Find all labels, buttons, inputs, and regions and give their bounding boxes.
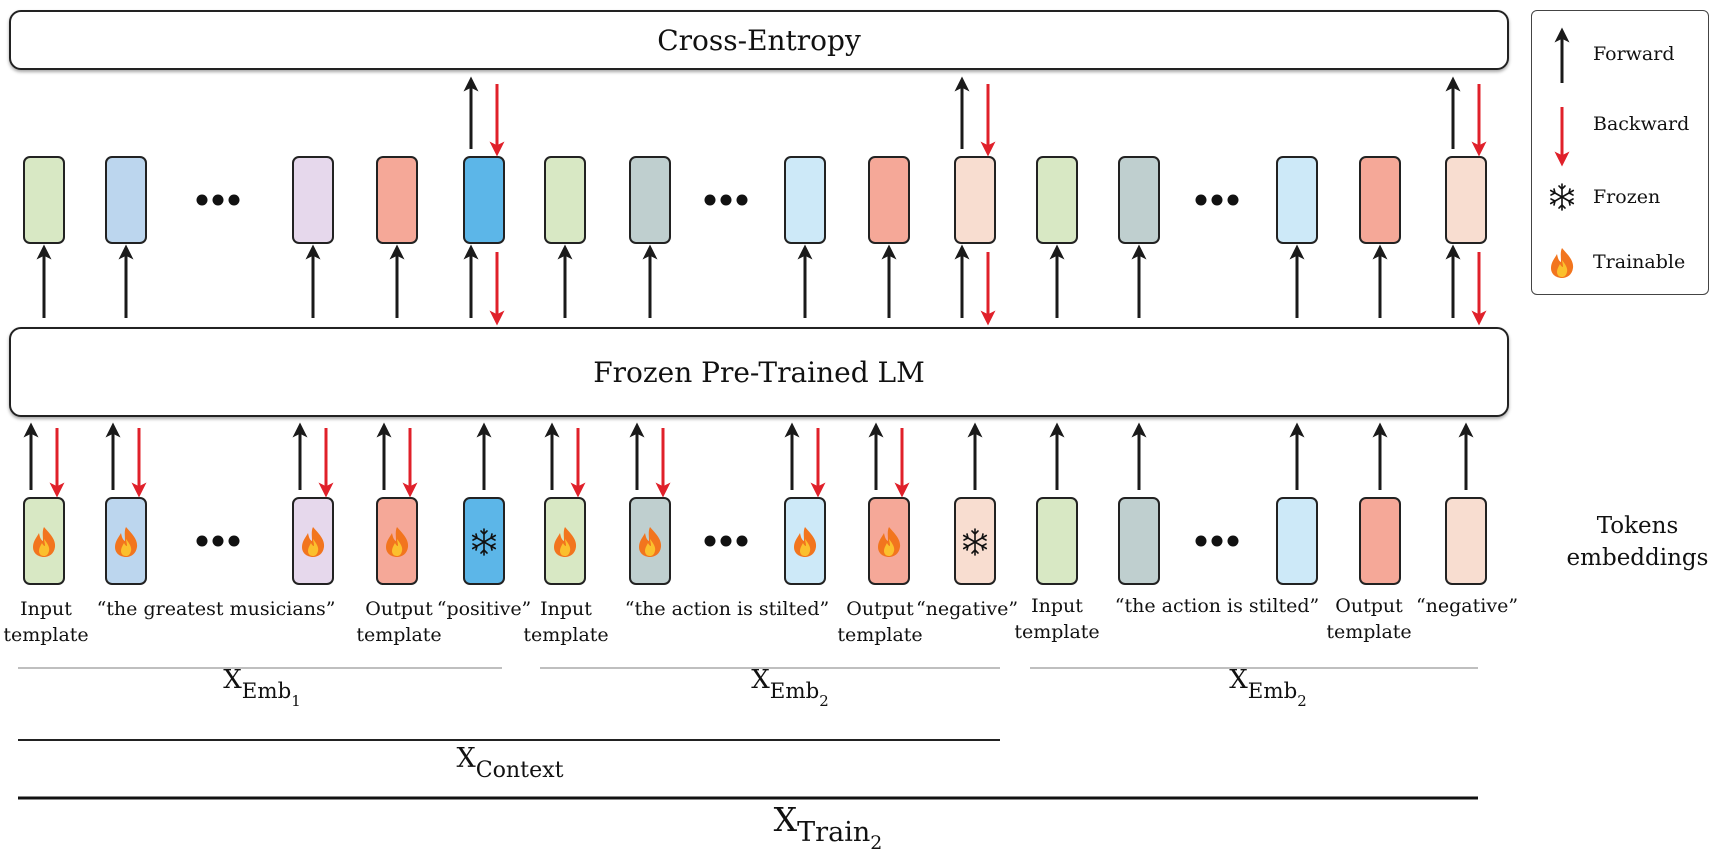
ellipsis-dot — [1211, 535, 1223, 547]
group-label-emb-1: XEmb1 — [223, 665, 301, 710]
token-label-line2: template — [3, 624, 89, 646]
token-label-line1: “positive” — [436, 598, 532, 620]
token-label-line1: “the greatest musicians” — [96, 598, 336, 620]
ellipsis-dot — [212, 194, 224, 206]
input-token-block — [1359, 497, 1401, 585]
token-label-line2: template — [1326, 621, 1412, 643]
token-label-line1: Input — [20, 598, 72, 620]
token-label: “the action is stilted” — [1115, 593, 1319, 619]
legend-forward: Forward — [1593, 43, 1675, 65]
side-label-line1: Tokens — [1596, 513, 1679, 539]
token-label: Output template — [356, 596, 441, 648]
output-token-block — [868, 156, 910, 244]
ellipsis-dot — [1211, 194, 1223, 206]
ellipsis-dot — [196, 535, 208, 547]
token-label: Output template — [1326, 593, 1411, 645]
legend: Forward Backward Frozen Trainable — [1531, 10, 1709, 295]
frozen-lm-box: Frozen Pre-Trained LM — [9, 327, 1509, 417]
output-token-block — [23, 156, 65, 244]
output-token-row — [23, 156, 1487, 244]
token-label-line2: template — [1014, 621, 1100, 643]
input-token-row — [23, 497, 1487, 585]
ellipsis-dot — [720, 194, 732, 206]
ellipsis-row — [196, 194, 1239, 547]
token-label-line1: Input — [1031, 595, 1083, 617]
ellipsis-dot — [228, 194, 240, 206]
token-label: Input template — [3, 596, 88, 648]
ellipsis-dot — [704, 535, 716, 547]
token-label: “negative” — [916, 596, 1018, 622]
output-token-block — [784, 156, 826, 244]
output-token-block — [544, 156, 586, 244]
token-label: Output template — [837, 596, 922, 648]
ellipsis-dot — [1227, 194, 1239, 206]
token-label-line1: Input — [540, 598, 592, 620]
train-label: XTrain2 — [773, 800, 883, 854]
token-label: “the action is stilted” — [625, 596, 829, 622]
input-token-block — [1036, 497, 1078, 585]
token-label: Input template — [1014, 593, 1099, 645]
token-label-line1: “negative” — [1415, 595, 1519, 617]
output-token-block — [954, 156, 996, 244]
arrow-layer — [23, 76, 1487, 498]
ellipsis-dot — [196, 194, 208, 206]
output-token-block — [1445, 156, 1487, 244]
token-label: “the greatest musicians” — [97, 596, 336, 622]
token-label-line2: template — [523, 624, 609, 646]
output-token-block — [1036, 156, 1078, 244]
ellipsis-dot — [228, 535, 240, 547]
input-token-block — [1118, 497, 1160, 585]
input-token-block — [1445, 497, 1487, 585]
token-label-line1: “the action is stilted” — [1114, 595, 1320, 617]
output-token-block — [1359, 156, 1401, 244]
legend-trainable: Trainable — [1593, 251, 1686, 273]
token-label: Input template — [523, 596, 608, 648]
output-token-block — [292, 156, 334, 244]
side-label-line2: embeddings — [1566, 545, 1709, 571]
legend-frozen: Frozen — [1593, 186, 1661, 208]
token-label-line1: Output — [846, 598, 914, 620]
ellipsis-dot — [1227, 535, 1239, 547]
output-token-block — [1118, 156, 1160, 244]
token-label-line1: “the action is stilted” — [624, 598, 830, 620]
group-rules — [18, 667, 1478, 800]
frozen-lm-label: Frozen Pre-Trained LM — [593, 355, 925, 389]
ellipsis-dot — [1195, 194, 1207, 206]
token-label-line1: Output — [365, 598, 433, 620]
output-token-block — [629, 156, 671, 244]
ellipsis-dot — [704, 194, 716, 206]
token-label-line2: template — [837, 624, 923, 646]
token-label: “negative” — [1416, 593, 1518, 619]
ellipsis-dot — [212, 535, 224, 547]
snowflake-icon — [1549, 183, 1575, 211]
ellipsis-dot — [736, 194, 748, 206]
context-label: XContext — [456, 743, 564, 783]
flame-icon — [1551, 248, 1574, 278]
tokens-embeddings-label: Tokens embeddings — [1560, 510, 1714, 574]
group-label-emb-2a: XEmb2 — [751, 665, 829, 710]
cross-entropy-box: Cross-Entropy — [9, 10, 1509, 70]
group-label-emb-2b: XEmb2 — [1229, 665, 1307, 710]
legend-backward: Backward — [1593, 113, 1690, 135]
cross-entropy-label: Cross-Entropy — [657, 23, 861, 57]
ellipsis-dot — [1195, 535, 1207, 547]
output-token-block — [105, 156, 147, 244]
input-token-block — [1276, 497, 1318, 585]
output-token-block — [1276, 156, 1318, 244]
ellipsis-dot — [736, 535, 748, 547]
output-token-block — [376, 156, 418, 244]
ellipsis-dot — [720, 535, 732, 547]
token-label-line1: “negative” — [915, 598, 1019, 620]
token-label: “positive” — [437, 596, 532, 622]
token-label-line2: template — [356, 624, 442, 646]
output-token-block — [463, 156, 505, 244]
token-label-line1: Output — [1335, 595, 1403, 617]
